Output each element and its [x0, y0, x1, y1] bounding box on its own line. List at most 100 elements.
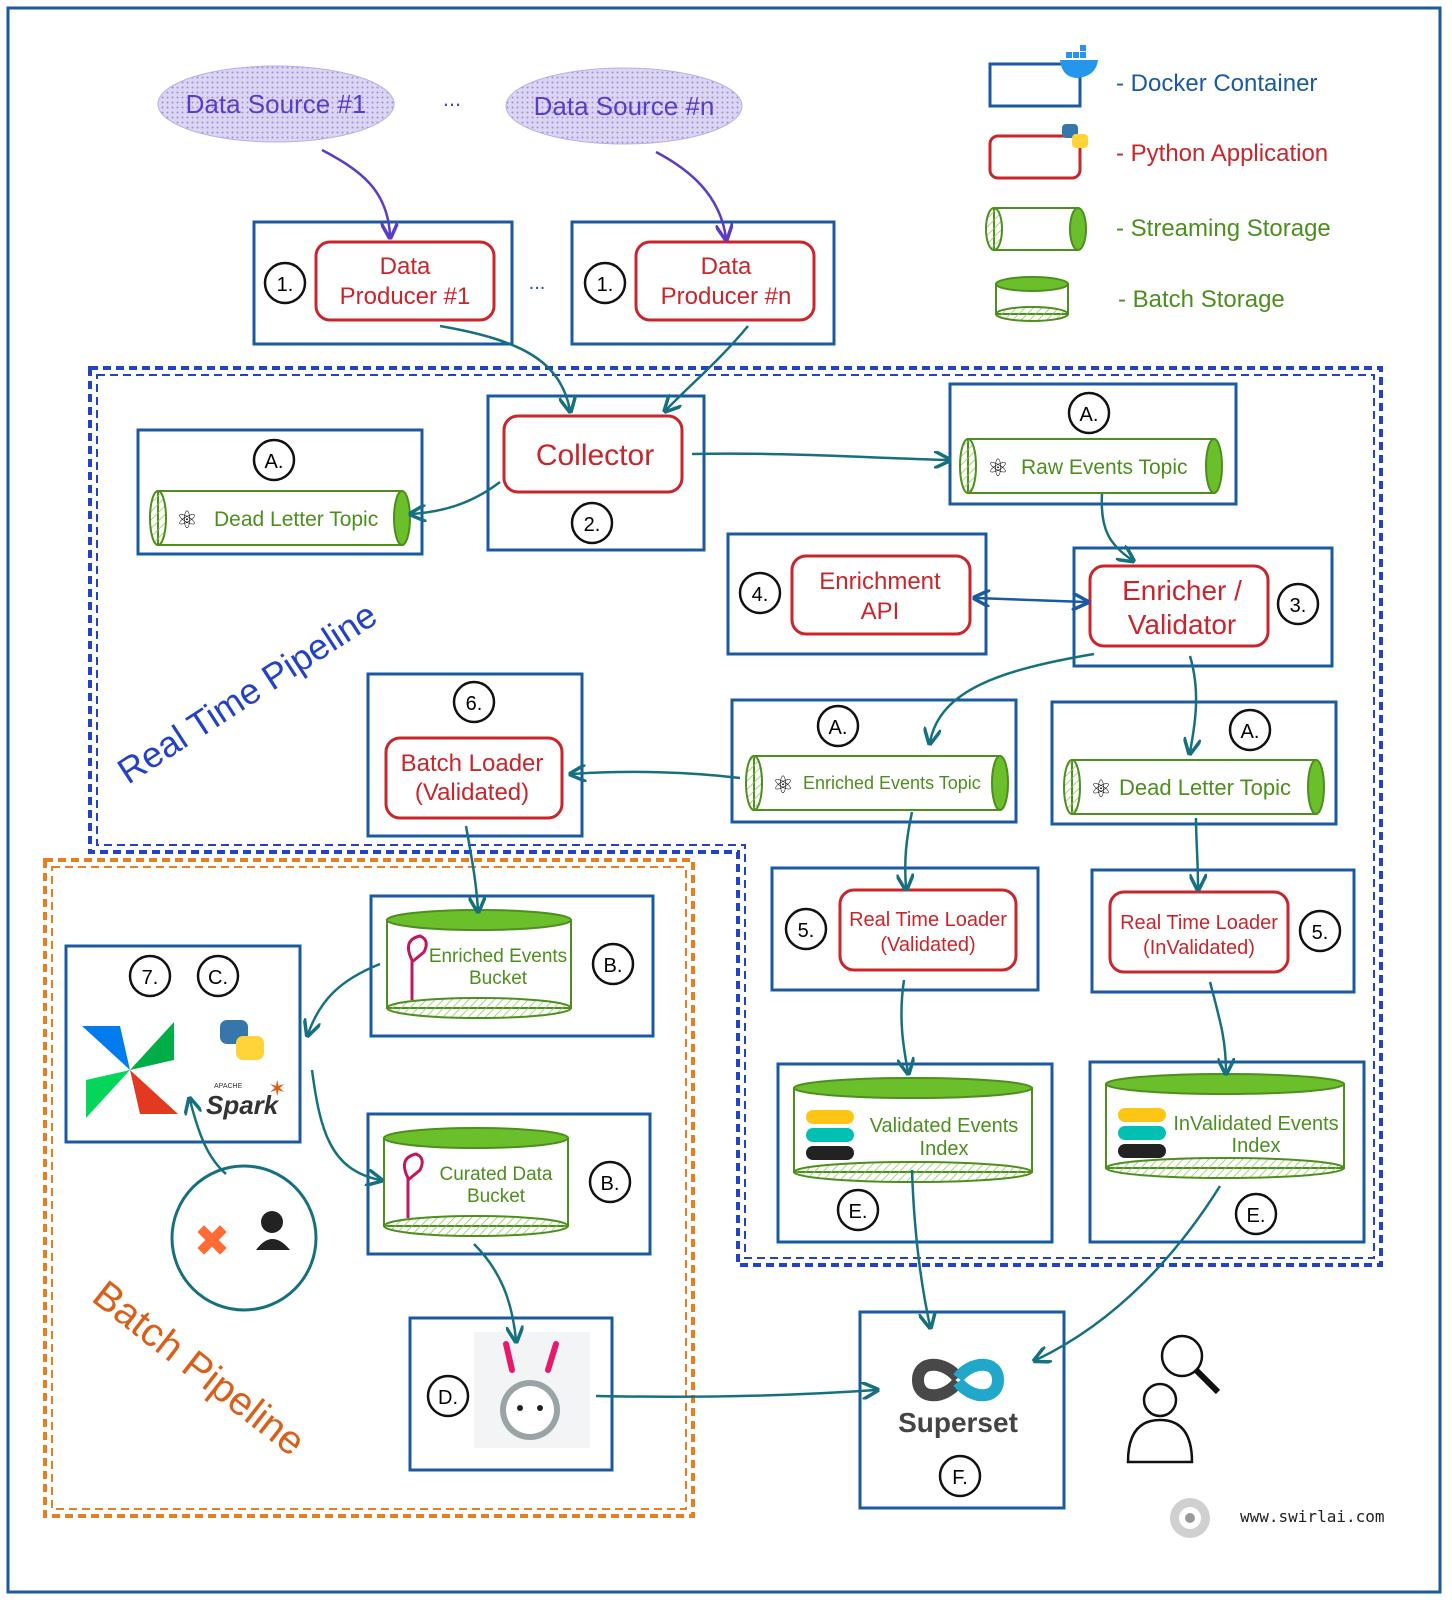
svg-text:Index: Index [1232, 1135, 1281, 1157]
svg-text:A.: A. [1241, 721, 1260, 743]
svg-text:A.: A. [829, 717, 848, 739]
collector-label: Collector [536, 439, 654, 472]
dead-letter-topic-2-label: Dead Letter Topic [1119, 775, 1291, 800]
svg-text:(Validated): (Validated) [415, 779, 529, 806]
realtime-pipeline-label: Real Time Pipeline [110, 594, 384, 792]
dead-letter-topic-container: A. ⚛ Dead Letter Topic [136, 428, 424, 556]
collector-container: Collector 2. [486, 394, 706, 552]
step-6-marker: 6. [466, 693, 483, 715]
elasticsearch-icon [1118, 1108, 1166, 1158]
step-5-marker: 5. [798, 920, 815, 942]
great-expectations-icon: ✖ [194, 1217, 231, 1266]
airflow-icon [82, 1022, 178, 1118]
superset-label: Superset [898, 1407, 1018, 1438]
producer-1-container: Data Producer #1 1. [252, 220, 514, 346]
raw-events-topic-container: A. ⚛ Raw Events Topic [948, 382, 1238, 506]
svg-text:C.: C. [208, 967, 228, 989]
svg-text:APACHE: APACHE [214, 1083, 243, 1090]
svg-text:Validator: Validator [1128, 609, 1236, 640]
svg-text:A.: A. [265, 451, 284, 473]
data-source-n [505, 67, 743, 145]
legend-batch: - Batch Storage [1118, 286, 1285, 313]
svg-text:(Validated): (Validated) [880, 934, 975, 956]
minio-icon [402, 1152, 424, 1218]
svg-text:Validated Events: Validated Events [870, 1115, 1019, 1137]
svg-text:Enriched Events: Enriched Events [429, 946, 567, 967]
enriched-events-bucket-container: Enriched Events Bucket B. [369, 894, 655, 1038]
batch-pipeline-boundary [43, 858, 695, 1518]
footer-url: www.swirlai.com [1240, 1507, 1385, 1526]
kafka-icon: ⚛ [987, 455, 1009, 482]
svg-text:Curated Data: Curated Data [439, 1164, 552, 1185]
spark-star-icon: ✶ [268, 1076, 286, 1101]
svg-text:Enricher /: Enricher / [1122, 575, 1242, 606]
kafka-icon: ⚛ [772, 772, 794, 799]
realtime-pipeline-boundary [88, 366, 1383, 1267]
legend-python: - Python Application [1116, 140, 1328, 167]
quality-tools-circle [170, 1164, 318, 1312]
batch-storage-legend-icon [995, 276, 1069, 322]
step-2-marker: 2. [584, 514, 601, 536]
data-exploration-container: D. [408, 1316, 614, 1472]
step-4-marker: 4. [752, 584, 769, 606]
svg-text:Enrichment: Enrichment [819, 568, 941, 595]
rt-loader-invalid-container: Real Time Loader (InValidated) 5. [1090, 868, 1356, 994]
enriched-events-topic-label: Enriched Events Topic [803, 773, 981, 793]
legend-streaming: - Streaming Storage [1116, 215, 1331, 242]
curated-data-bucket-container: Curated Data Bucket B. [366, 1112, 652, 1256]
svg-text:F.: F. [952, 1467, 968, 1489]
producer-n-line1: Data [701, 253, 752, 280]
dead-letter-topic-2-container: A. ⚛ Dead Letter Topic [1050, 700, 1338, 826]
svg-text:Real Time Loader: Real Time Loader [1120, 912, 1278, 934]
superset-container: Superset F. [858, 1310, 1066, 1510]
kafka-icon: ⚛ [176, 507, 198, 534]
enriched-events-topic-container: A. ⚛ Enriched Events Topic [730, 698, 1018, 824]
svg-text:InValidated Events: InValidated Events [1173, 1113, 1338, 1135]
superset-logo-icon [911, 1358, 1005, 1402]
svg-text:E.: E. [849, 1201, 868, 1223]
kafka-icon: ⚛ [1090, 776, 1112, 803]
producer-1-line1: Data [380, 253, 431, 280]
svg-text:Bucket: Bucket [469, 968, 528, 989]
legend: - Docker Container - Python Application … [985, 45, 1331, 322]
svg-text:Batch Loader: Batch Loader [401, 750, 544, 777]
rt-loader-valid-container: Real Time Loader (Validated) 5. [770, 866, 1040, 992]
raw-events-topic-label: Raw Events Topic [1021, 456, 1188, 479]
svg-text:Bucket: Bucket [467, 1186, 526, 1207]
svg-text:E.: E. [1247, 1205, 1266, 1227]
python-icon [1062, 124, 1088, 148]
elasticsearch-icon [806, 1110, 854, 1160]
svg-text:API: API [861, 598, 900, 625]
producer-n-line2: Producer #n [661, 283, 792, 310]
enricher-validator-container: Enricher / Validator 3. [1072, 546, 1334, 668]
svg-text:B.: B. [601, 1173, 620, 1195]
sources-ellipsis: ... [443, 86, 461, 111]
svg-text:Real Time Loader: Real Time Loader [849, 909, 1007, 931]
step-1-marker: 1. [277, 274, 294, 296]
svg-text:(InValidated): (InValidated) [1143, 937, 1255, 959]
analyst-person-icon [1126, 1334, 1221, 1464]
spark-label: Spark [206, 1090, 280, 1120]
jupyter-person-icon [256, 1211, 290, 1250]
svg-text:Index: Index [920, 1138, 969, 1160]
swirlai-logo-icon [1170, 1498, 1210, 1538]
outer-frame [6, 6, 1442, 1594]
svg-text:D.: D. [438, 1387, 458, 1409]
docker-icon [1060, 45, 1098, 78]
streaming-storage-legend-icon [985, 207, 1087, 251]
flow-arrows [190, 148, 1226, 1397]
invalidated-index-container: InValidated Events Index E. [1088, 1060, 1366, 1244]
data-source-1-label: Data Source #1 [186, 89, 367, 119]
batch-loader-container: 6. Batch Loader (Validated) [366, 672, 584, 838]
svg-text:A.: A. [1080, 404, 1099, 426]
producers-ellipsis: ... [529, 272, 546, 294]
step-3-marker: 3. [1290, 595, 1307, 617]
orchestrator-container: 7. C. APACHE Spark ✶ [64, 944, 302, 1144]
producer-1-line2: Producer #1 [340, 283, 471, 310]
minio-icon [406, 934, 428, 1000]
svg-text:B.: B. [604, 955, 623, 977]
svg-text:1.: 1. [597, 274, 614, 296]
python-icon [220, 1020, 264, 1060]
enrichment-api-container: Enrichment API 4. [726, 532, 988, 656]
